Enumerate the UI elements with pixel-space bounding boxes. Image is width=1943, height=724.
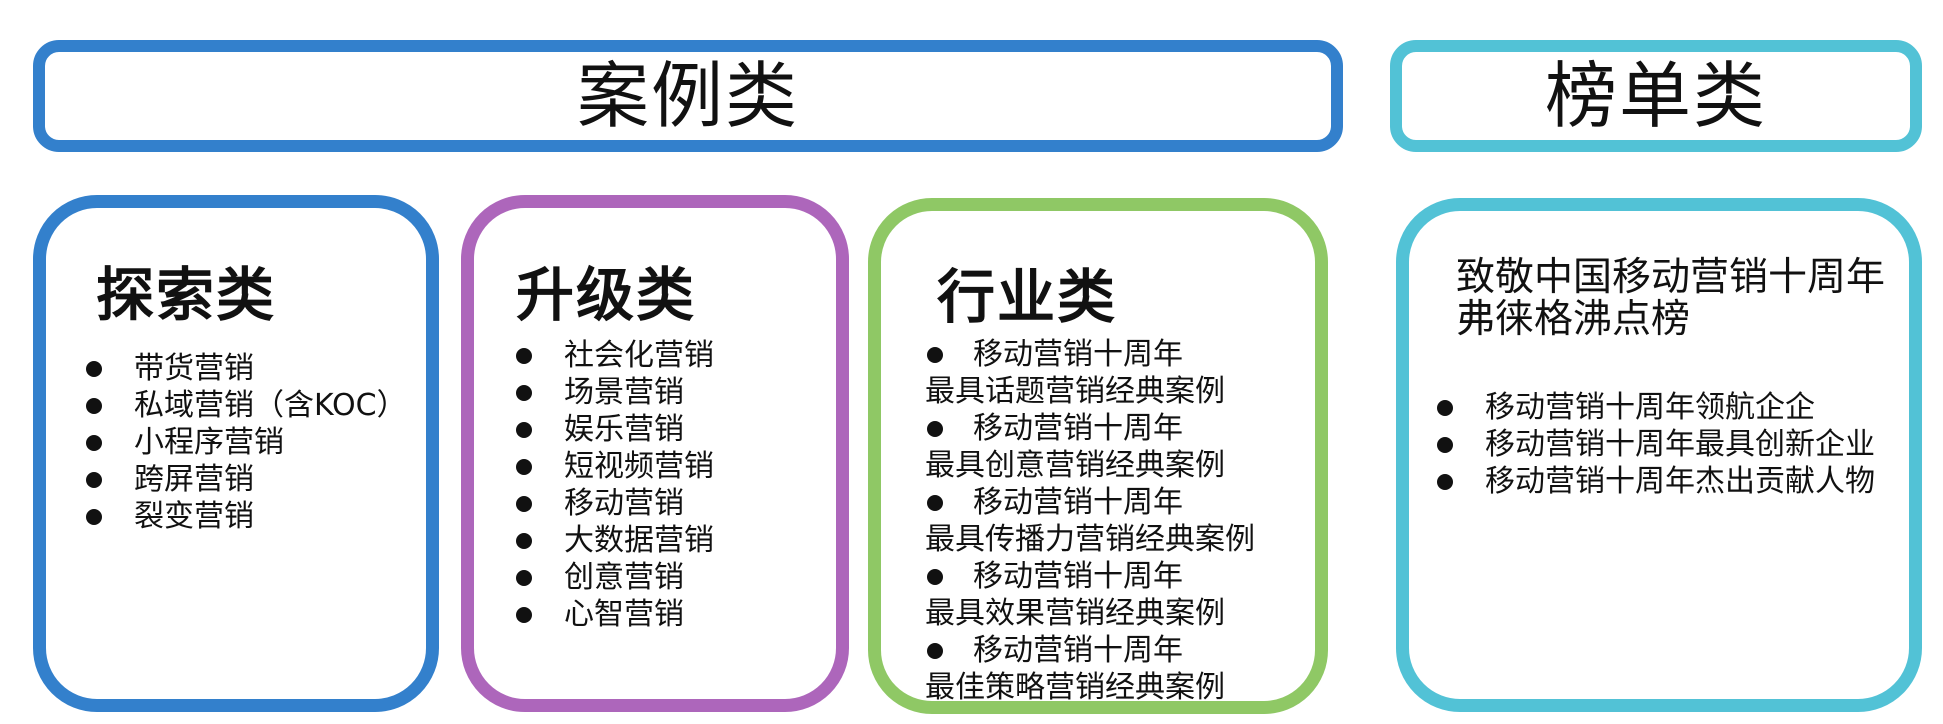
industry-item-line2: 最具创意营销经典案例 (925, 448, 1225, 483)
industry-item-line2: 最具话题营销经典案例 (925, 374, 1225, 409)
explore-card-title: 探索类 (96, 261, 277, 329)
industry-item-line2: 最佳策略营销经典案例 (925, 670, 1225, 705)
industry-card: 行业类 移动营销十周年 最具话题营销经典案例 移动营销十周年 最具创意营销经典案… (868, 198, 1328, 714)
list-item: 私域营销（含KOC） (86, 387, 407, 424)
list-item: 移动营销十周年 最具创意营销经典案例 (925, 410, 1255, 484)
industry-item-line1: 移动营销十周年 (973, 411, 1183, 446)
industry-item-line2: 最具效果营销经典案例 (925, 596, 1225, 631)
list-item: 移动营销十周年领航企企 (1437, 389, 1875, 426)
upgrade-card: 升级类 社会化营销 场景营销 娱乐营销 短视频营销 移动营销 大数据营销 创意营… (461, 195, 849, 712)
list-item: 移动营销十周年最具创新企业 (1437, 426, 1875, 463)
ranking-header: 榜单类 (1390, 40, 1922, 152)
list-item: 裂变营销 (86, 498, 407, 535)
ranking-list: 移动营销十周年领航企企 移动营销十周年最具创新企业 移动营销十周年杰出贡献人物 (1437, 389, 1875, 500)
case-header-title: 案例类 (576, 54, 799, 138)
explore-list: 带货营销 私域营销（含KOC） 小程序营销 跨屏营销 裂变营销 (86, 350, 407, 535)
list-item: 移动营销十周年 最具传播力营销经典案例 (925, 484, 1255, 558)
industry-item-line1: 移动营销十周年 (973, 633, 1183, 668)
upgrade-list: 社会化营销 场景营销 娱乐营销 短视频营销 移动营销 大数据营销 创意营销 心智… (516, 337, 714, 633)
list-item: 场景营销 (516, 374, 714, 411)
ranking-header-title: 榜单类 (1544, 54, 1767, 138)
list-item: 移动营销十周年 最佳策略营销经典案例 (925, 632, 1255, 706)
list-item: 短视频营销 (516, 448, 714, 485)
industry-item-line1: 移动营销十周年 (973, 337, 1183, 372)
industry-list: 移动营销十周年 最具话题营销经典案例 移动营销十周年 最具创意营销经典案例 移动… (925, 336, 1255, 706)
list-item: 大数据营销 (516, 522, 714, 559)
list-item: 移动营销十周年杰出贡献人物 (1437, 463, 1875, 500)
upgrade-card-title: 升级类 (516, 261, 697, 329)
industry-item-line1: 移动营销十周年 (973, 559, 1183, 594)
ranking-title-line1: 致敬中国移动营销十周年 (1456, 255, 1886, 300)
list-item: 移动营销十周年 最具效果营销经典案例 (925, 558, 1255, 632)
list-item: 移动营销 (516, 485, 714, 522)
industry-item-line1: 移动营销十周年 (973, 485, 1183, 520)
industry-card-title: 行业类 (937, 263, 1118, 331)
ranking-card-title: 致敬中国移动营销十周年 弗徕格沸点榜 (1456, 257, 1885, 341)
list-item: 娱乐营销 (516, 411, 714, 448)
list-item: 心智营销 (516, 596, 714, 633)
list-item: 带货营销 (86, 350, 407, 387)
ranking-title-line2: 弗徕格沸点榜 (1456, 297, 1691, 342)
list-item: 社会化营销 (516, 337, 714, 374)
list-item: 小程序营销 (86, 424, 407, 461)
list-item: 创意营销 (516, 559, 714, 596)
explore-card: 探索类 带货营销 私域营销（含KOC） 小程序营销 跨屏营销 裂变营销 (33, 195, 439, 712)
ranking-card: 致敬中国移动营销十周年 弗徕格沸点榜 移动营销十周年领航企企 移动营销十周年最具… (1396, 198, 1922, 712)
case-header: 案例类 (33, 40, 1343, 152)
list-item: 跨屏营销 (86, 461, 407, 498)
list-item: 移动营销十周年 最具话题营销经典案例 (925, 336, 1255, 410)
industry-item-line2: 最具传播力营销经典案例 (925, 522, 1255, 557)
